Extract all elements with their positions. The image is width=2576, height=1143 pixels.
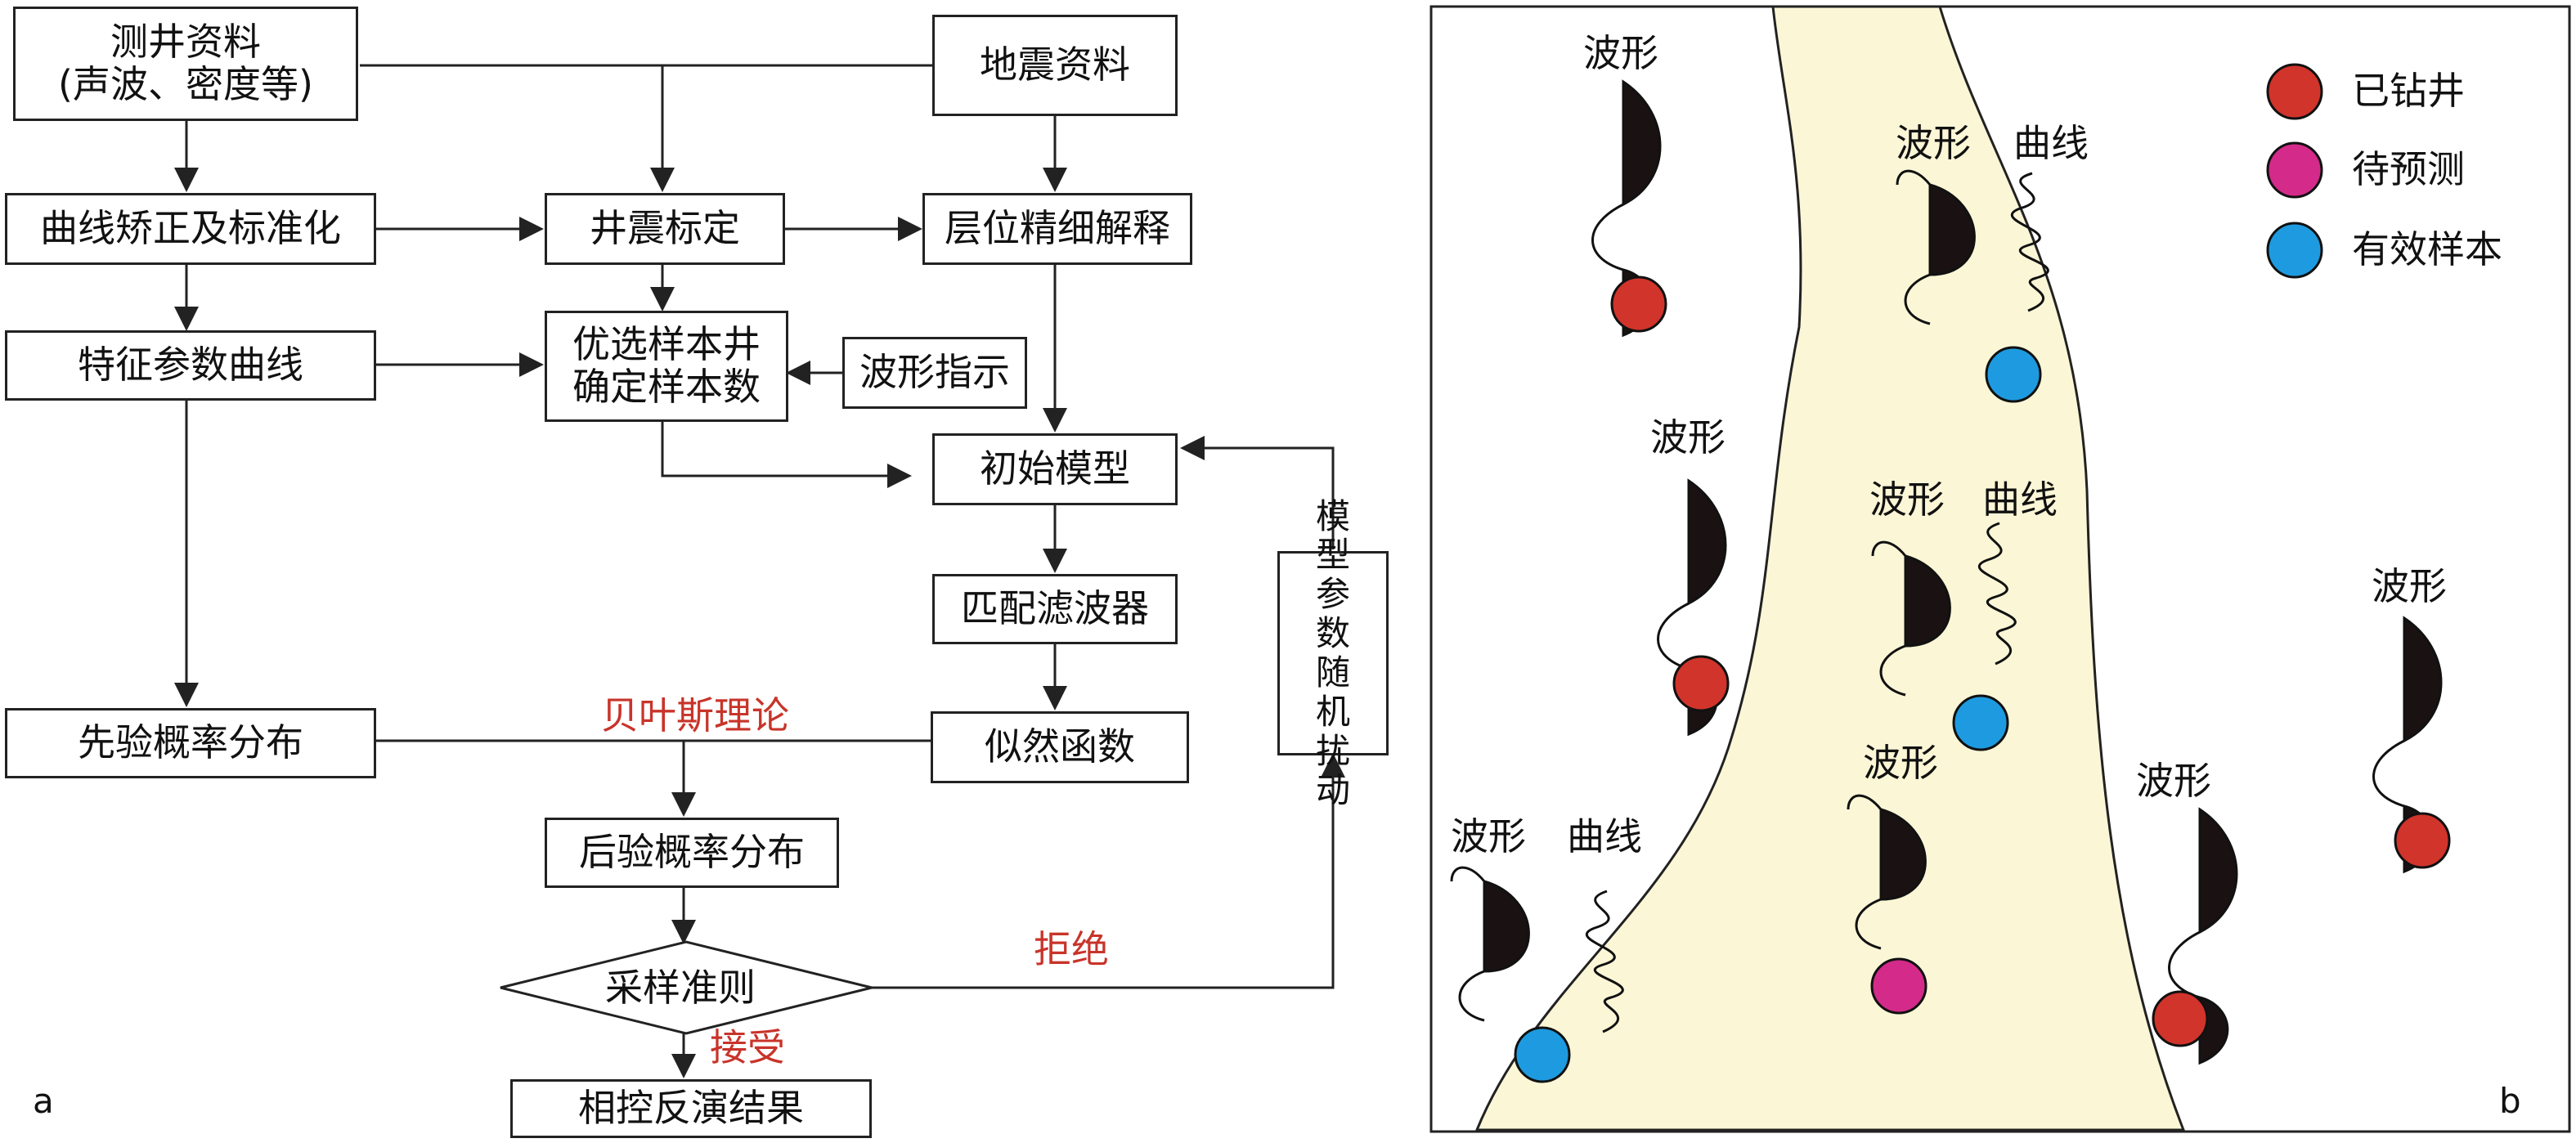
box-feature-curve: 特征参数曲线 xyxy=(5,330,376,401)
curve-icon xyxy=(1585,890,1624,1033)
panel-b-letter: b xyxy=(2499,1081,2521,1121)
legend-label-drilled: 已钻井 xyxy=(2352,69,2465,113)
panel-b xyxy=(1429,5,2571,1133)
box-sample-select: 优选样本井 确定样本数 xyxy=(545,311,788,422)
curve-glyphs xyxy=(1585,172,2049,1033)
box-likelihood: 似然函数 xyxy=(931,711,1189,783)
connector-reject-to-perturb xyxy=(872,753,1345,989)
drilled-well-marker xyxy=(1672,655,1730,712)
sample-well-marker xyxy=(1952,694,2009,751)
label-waveform: 波形 xyxy=(1583,31,1658,75)
box-well-tie: 井震标定 xyxy=(545,193,785,265)
curve-icon xyxy=(2010,172,2049,312)
box-well-data: 测井资料 (声波、密度等) xyxy=(13,7,358,121)
legend-dot-sample xyxy=(2266,222,2323,279)
label-curve: 曲线 xyxy=(1982,477,2058,522)
label-bayes: 贝叶斯理论 xyxy=(601,693,789,737)
curve-icon xyxy=(1977,522,2017,666)
legend-dot-predict xyxy=(2266,141,2323,199)
label-curve: 曲线 xyxy=(2013,121,2089,165)
label-waveform: 波形 xyxy=(1869,477,1945,522)
label-waveform: 波形 xyxy=(1451,814,1526,858)
box-curve-correction: 曲线矫正及标准化 xyxy=(5,193,376,265)
legend-label-sample: 有效样本 xyxy=(2352,227,2502,271)
box-seismic-data: 地震资料 xyxy=(932,15,1178,116)
well-markers xyxy=(1514,63,2451,1083)
label-waveform: 波形 xyxy=(1896,121,1971,165)
label-accept: 接受 xyxy=(710,1025,785,1069)
panel-b-frame xyxy=(1429,5,2571,1133)
box-matched-filter: 匹配滤波器 xyxy=(932,574,1178,644)
sampling-rule-text: 采样准则 xyxy=(605,966,756,1010)
label-waveform: 波形 xyxy=(2136,759,2211,803)
predict-well-marker xyxy=(1870,957,1928,1015)
box-initial-model: 初始模型 xyxy=(932,433,1178,505)
label-waveform: 波形 xyxy=(2372,564,2447,608)
drilled-well-marker xyxy=(1610,276,1667,333)
drilled-well-marker xyxy=(2152,990,2209,1047)
waveform-icon xyxy=(1450,866,1530,1022)
sample-well-marker xyxy=(1985,346,2042,403)
sample-well-marker xyxy=(1514,1026,1571,1083)
box-waveform-indicator: 波形指示 xyxy=(842,337,1027,409)
label-waveform: 波形 xyxy=(1650,415,1726,459)
legend-label-predict: 待预测 xyxy=(2352,147,2465,191)
drilled-well-marker xyxy=(2394,812,2451,869)
waveform-icon xyxy=(1896,169,1976,325)
label-waveform: 波形 xyxy=(1863,741,1938,785)
label-curve: 曲线 xyxy=(1567,814,1642,858)
waveform-icon xyxy=(1847,794,1927,950)
box-horizon-interp: 层位精细解释 xyxy=(922,193,1192,265)
box-model-perturb: 模 型 参 数 随 机 扰 动 xyxy=(1277,496,1389,809)
connector-perturb-to-initial xyxy=(1180,436,1335,549)
box-posterior: 后验概率分布 xyxy=(545,818,839,888)
sampling-rule-diamond xyxy=(500,940,873,1035)
box-result: 相控反演结果 xyxy=(510,1079,872,1138)
label-reject: 拒绝 xyxy=(1034,927,1109,971)
connector-sample-to-initial xyxy=(661,422,912,488)
box-prior: 先验概率分布 xyxy=(5,708,376,778)
flowchart-connectors xyxy=(174,64,1345,1078)
channel-body xyxy=(1474,5,2186,1132)
panel-a-letter: a xyxy=(33,1081,54,1121)
waveform-icon xyxy=(1871,540,1951,697)
legend-dot-drilled xyxy=(2266,63,2323,120)
